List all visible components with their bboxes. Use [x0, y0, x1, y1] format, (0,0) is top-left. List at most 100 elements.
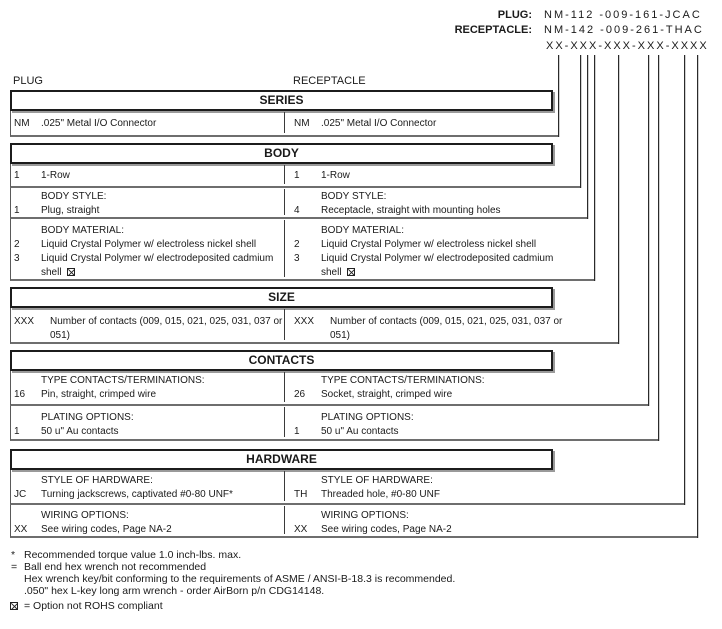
option-group-label: STYLE OF HARDWARE: — [41, 475, 153, 486]
hardware-style-row: STYLE OF HARDWARE: JC Turning jackscrews… — [10, 470, 684, 505]
body-material-receptacle-cell: BODY MATERIAL: 2 Liquid Crystal Polymer … — [284, 220, 594, 278]
leader-line-body-material — [594, 55, 595, 281]
option-code: 1 — [294, 426, 300, 437]
body-row-receptacle-cell: 1 1-Row — [284, 165, 580, 184]
option-group-label: TYPE CONTACTS/TERMINATIONS: — [41, 375, 205, 386]
option-desc: Socket, straight, crimped wire — [321, 389, 453, 400]
contact-type-row: TYPE CONTACTS/TERMINATIONS: 16 Pin, stra… — [10, 371, 648, 406]
series-header: SERIES — [10, 90, 553, 111]
option-code: 3 — [14, 253, 20, 264]
plating-row: PLATING OPTIONS: 1 50 u" Au contacts PLA… — [10, 406, 658, 441]
footnote-line: .050" hex L-key long arm wrench - order … — [24, 585, 325, 597]
option-code: TH — [294, 489, 308, 500]
body-style-receptacle-cell: BODY STYLE: 4 Receptacle, straight with … — [284, 189, 587, 216]
option-desc: Liquid Crystal Polymer w/ electroless ni… — [41, 239, 257, 250]
not-rohs-icon — [10, 602, 18, 610]
option-code: 4 — [294, 205, 300, 216]
option-desc: Liquid Crystal Polymer w/ electrodeposit… — [321, 253, 554, 278]
option-desc: Plug, straight — [41, 205, 100, 216]
footnote-line: Ball end hex wrench not recommended — [24, 561, 207, 573]
footnote-line: Hex wrench key/bit conforming to the req… — [24, 573, 456, 585]
option-desc: Pin, straight, crimped wire — [41, 389, 157, 400]
option-code: 16 — [14, 389, 26, 400]
option-desc: Number of contacts (009, 015, 021, 025, … — [50, 316, 283, 341]
receptacle-column-label: RECEPTACLE — [293, 75, 366, 87]
option-desc: Threaded hole, #0-80 UNF — [321, 489, 440, 500]
leader-line-body-style — [587, 55, 588, 219]
option-code: 26 — [294, 389, 306, 400]
not-rohs-icon — [346, 268, 355, 276]
part-number-pattern: XX-XXX-XXX-XXX-XXXX — [546, 40, 709, 52]
option-desc: 1-Row — [321, 170, 350, 181]
footnote-line: Recommended torque value 1.0 inch-lbs. m… — [24, 549, 242, 561]
option-code: 3 — [294, 253, 300, 264]
option-desc: Number of contacts (009, 015, 021, 025, … — [330, 316, 563, 341]
series-receptacle-cell: NM .025" Metal I/O Connector — [284, 112, 558, 133]
hardware-style-plug-cell: STYLE OF HARDWARE: JC Turning jackscrews… — [11, 471, 284, 501]
option-desc: Receptacle, straight with mounting holes — [321, 205, 501, 216]
option-desc: See wiring codes, Page NA-2 — [41, 524, 172, 535]
wiring-receptacle-cell: WIRING OPTIONS: XX See wiring codes, Pag… — [284, 506, 697, 535]
option-code: 2 — [294, 239, 300, 250]
plating-plug-cell: PLATING OPTIONS: 1 50 u" Au contacts — [11, 407, 284, 437]
option-code: NM — [294, 118, 310, 129]
option-desc: Turning jackscrews, captivated #0-80 UNF… — [41, 489, 233, 500]
leader-line-hardware-style — [684, 55, 685, 505]
body-row-plug-cell: 1 1-Row — [11, 165, 284, 184]
receptacle-part-number: NM-142 -009-261-THAC — [544, 24, 704, 36]
option-code: XXX — [294, 316, 315, 327]
wiring-plug-cell: WIRING OPTIONS: XX See wiring codes, Pag… — [11, 506, 284, 535]
hardware-style-receptacle-cell: STYLE OF HARDWARE: TH Threaded hole, #0-… — [284, 471, 684, 501]
option-group-label: WIRING OPTIONS: — [321, 510, 409, 521]
option-group-label: BODY STYLE: — [321, 191, 387, 202]
receptacle-part-label: RECEPTACLE: — [454, 24, 532, 36]
option-group-label: WIRING OPTIONS: — [41, 510, 129, 521]
body-style-plug-cell: BODY STYLE: 1 Plug, straight — [11, 189, 284, 216]
option-group-label: BODY MATERIAL: — [321, 225, 404, 236]
rohs-footnote: = Option not ROHS compliant — [10, 600, 163, 612]
leader-line-wiring — [697, 55, 698, 538]
option-desc: Liquid Crystal Polymer w/ electrodeposit… — [41, 253, 274, 278]
leader-line-plating — [658, 55, 659, 441]
series-row: NM .025" Metal I/O Connector NM .025" Me… — [10, 111, 558, 137]
contact-type-receptacle-cell: TYPE CONTACTS/TERMINATIONS: 26 Socket, s… — [284, 372, 648, 402]
contact-type-plug-cell: TYPE CONTACTS/TERMINATIONS: 16 Pin, stra… — [11, 372, 284, 402]
leader-line-contact-type — [648, 55, 649, 406]
size-plug-cell: XXX Number of contacts (009, 015, 021, 0… — [11, 309, 284, 341]
option-group-label: BODY STYLE: — [41, 191, 107, 202]
plug-column-label: PLUG — [13, 75, 43, 87]
footnote-lines: Recommended torque value 1.0 inch-lbs. m… — [24, 549, 455, 597]
option-code: 1 — [14, 205, 20, 216]
series-plug-cell: NM .025" Metal I/O Connector — [11, 112, 284, 133]
option-code: NM — [14, 118, 30, 129]
option-group-label: PLATING OPTIONS: — [41, 412, 134, 423]
body-style-row: BODY STYLE: 1 Plug, straight BODY STYLE:… — [10, 188, 587, 219]
leader-line-size — [618, 55, 619, 344]
body-material-row: BODY MATERIAL: 2 Liquid Crystal Polymer … — [10, 219, 594, 281]
size-receptacle-cell: XXX Number of contacts (009, 015, 021, 0… — [284, 309, 618, 341]
option-code: 2 — [14, 239, 20, 250]
plug-part-label: PLUG: — [497, 9, 532, 21]
option-desc: 50 u" Au contacts — [321, 426, 399, 437]
option-desc: Liquid Crystal Polymer w/ electroless ni… — [321, 239, 537, 250]
size-header: SIZE — [10, 287, 553, 308]
option-code: 1 — [14, 170, 20, 181]
option-group-label: STYLE OF HARDWARE: — [321, 475, 433, 486]
option-desc: See wiring codes, Page NA-2 — [321, 524, 452, 535]
option-code: XX — [14, 524, 28, 535]
body-material-plug-cell: BODY MATERIAL: 2 Liquid Crystal Polymer … — [11, 220, 284, 278]
leader-line-body-row — [580, 55, 581, 188]
not-rohs-icon — [66, 268, 75, 276]
option-group-label: TYPE CONTACTS/TERMINATIONS: — [321, 375, 485, 386]
wiring-row: WIRING OPTIONS: XX See wiring codes, Pag… — [10, 505, 697, 538]
option-code: JC — [14, 489, 27, 500]
option-code: XX — [294, 524, 308, 535]
body-header: BODY — [10, 143, 553, 164]
contacts-header: CONTACTS — [10, 350, 553, 371]
option-desc: .025" Metal I/O Connector — [321, 118, 437, 129]
body-row-count-row: 1 1-Row 1 1-Row — [10, 164, 580, 188]
option-code: XXX — [14, 316, 35, 327]
leader-line-series — [558, 55, 559, 137]
option-code: 1 — [14, 426, 20, 437]
